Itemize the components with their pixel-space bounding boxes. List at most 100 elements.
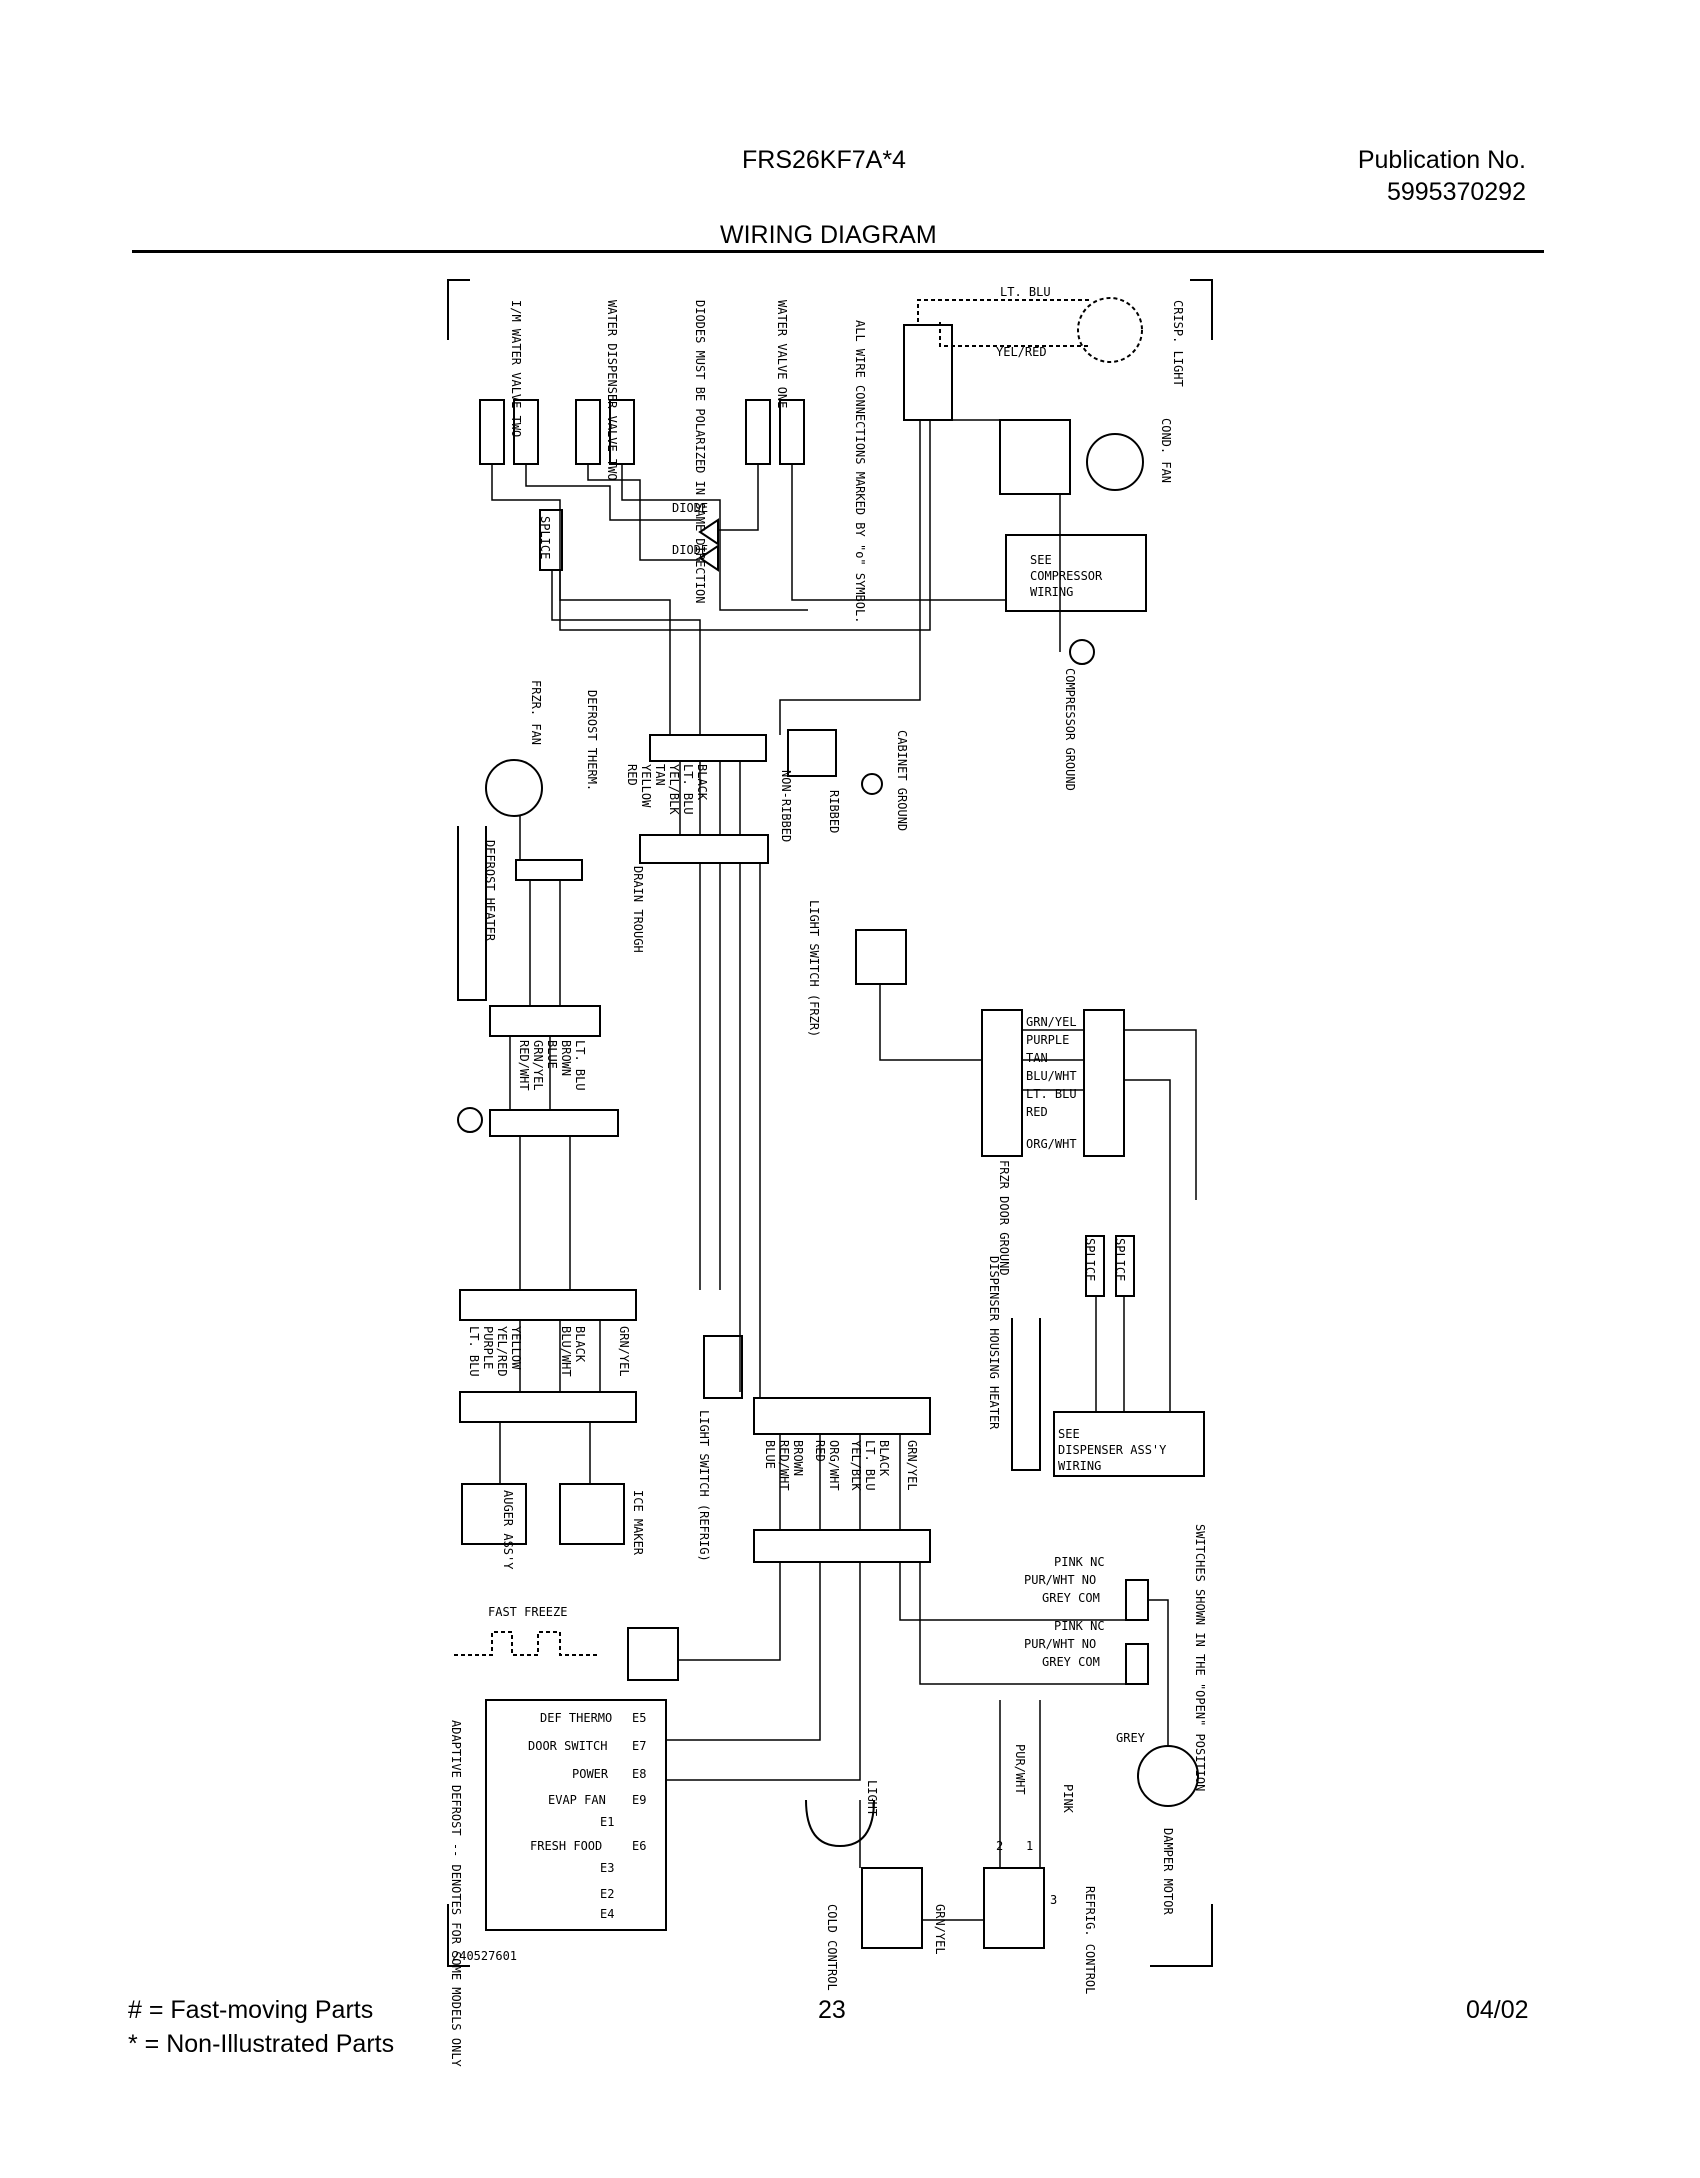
harness1-wire: TAN xyxy=(653,764,667,786)
label-light-switch-refrig: LIGHT SWITCH (REFRIG) xyxy=(697,1410,711,1562)
damper-switch-com: GREY COM xyxy=(1042,1655,1100,1669)
harness1-wire: YELLOW xyxy=(639,764,653,808)
label-see-dispenser-2: DISPENSER ASS'Y xyxy=(1058,1443,1167,1457)
harness-connector-8 xyxy=(753,1397,931,1435)
door-harness-connector-b xyxy=(1083,1009,1125,1157)
cold-control-box xyxy=(861,1867,923,1949)
label-grn-yel: GRN/YEL xyxy=(933,1904,947,1955)
defrost-terminal-name: E3 xyxy=(600,1861,614,1875)
label-lt-blu: LT. BLU xyxy=(1000,285,1051,299)
harness4-wire: GRN/YEL xyxy=(905,1440,919,1491)
label-drain-trough: DRAIN TROUGH xyxy=(631,866,645,953)
ice-maker-box xyxy=(559,1483,625,1545)
label-valve-one: WATER VALVE ONE xyxy=(775,300,789,408)
damper-switch-com: GREY COM xyxy=(1042,1591,1100,1605)
harness3-wire: GRN/YEL xyxy=(617,1326,631,1377)
defrost-terminal-code: E7 xyxy=(632,1739,646,1753)
label-crisp-light: CRISP. LIGHT xyxy=(1171,300,1185,387)
door-wire: LT. BLU xyxy=(1026,1087,1077,1101)
dispenser-assy-box xyxy=(1053,1411,1205,1477)
label-part-no: 240527601 xyxy=(452,1949,517,1963)
defrost-terminal-code: E6 xyxy=(632,1839,646,1853)
fast-freeze-connector xyxy=(627,1627,679,1681)
wire-bundle xyxy=(491,419,1197,1921)
label-frzr-fan: FRZR. FAN xyxy=(529,680,543,745)
label-disp-valve: WATER DISPENSER VALVE TWO xyxy=(605,300,619,481)
label-defrost-therm: DEFROST THERM. xyxy=(585,690,599,791)
label-im-valve: I/M WATER VALVE TWO xyxy=(509,300,523,437)
defrost-terminal-name: POWER xyxy=(572,1767,609,1781)
label-adaptive-note: ADAPTIVE DEFROST -- DENOTES FOR SOME MOD… xyxy=(449,1720,463,2068)
valve-one-coil-a xyxy=(745,399,771,465)
harness2-wire: GRN/YEL xyxy=(531,1040,545,1091)
harness1-wire: LT. BLU xyxy=(681,764,695,815)
label-splice-3: SPLICE xyxy=(1113,1238,1127,1281)
harness-connector-7 xyxy=(459,1391,637,1423)
damper-switch-nc: PINK NC xyxy=(1054,1555,1105,1569)
damper-switch-no: PUR/WHT NO xyxy=(1024,1573,1096,1587)
ground-symbol-left xyxy=(457,1107,483,1133)
harness4-wire: ORG/WHT xyxy=(827,1440,841,1491)
label-see-compressor-3: WIRING xyxy=(1030,585,1073,599)
header-rule xyxy=(132,250,1544,253)
fast-freeze-heater xyxy=(454,1631,600,1656)
door-wire: GRN/YEL xyxy=(1026,1015,1077,1029)
cond-fan-motor xyxy=(1086,433,1144,491)
frzr-fan-connector xyxy=(515,859,583,881)
label-ice-maker: ICE MAKER xyxy=(631,1490,645,1556)
label-frzr-door-ground: FRZR DOOR GROUND xyxy=(997,1160,1011,1276)
label-cabinet-ground: CABINET GROUND xyxy=(895,730,909,831)
label-see-dispenser-1: SEE xyxy=(1058,1427,1080,1441)
page-number: 23 xyxy=(818,1996,846,2024)
harness4-wire: LT. BLU xyxy=(863,1440,877,1491)
door-wire: BLU/WHT xyxy=(1026,1069,1077,1083)
harness-connector-4 xyxy=(489,1005,601,1037)
harness-connector-2 xyxy=(787,729,837,777)
cond-fan-connector xyxy=(999,419,1071,495)
label-yel-red: YEL/RED xyxy=(996,345,1047,359)
light-switch-refrig xyxy=(703,1335,743,1399)
damper-switch-nc: PINK NC xyxy=(1054,1619,1105,1633)
harness4-wire: BLACK xyxy=(877,1440,891,1477)
damper-motor xyxy=(1137,1745,1199,1807)
adaptive-defrost-board xyxy=(485,1699,667,1931)
yel-red-wire xyxy=(939,322,1090,347)
label-splice-2: SPLICE xyxy=(1083,1238,1097,1281)
label-see-compressor-1: SEE xyxy=(1030,553,1052,567)
diode-2 xyxy=(698,544,719,572)
harness3-wire: LT. BLU xyxy=(467,1326,481,1377)
label-refrig-control: REFRIG. CONTROL xyxy=(1083,1886,1097,1994)
lt-blu-wire xyxy=(917,299,1090,322)
defrost-terminal-code: E9 xyxy=(632,1793,646,1807)
crisp-light-bulb xyxy=(1077,297,1143,363)
label-pur-wht: PUR/WHT xyxy=(1013,1744,1027,1795)
label-pink: PINK xyxy=(1061,1784,1075,1814)
door-wire: ORG/WHT xyxy=(1026,1137,1077,1151)
defrost-terminal-name: E1 xyxy=(600,1815,614,1829)
damper-switch-no: PUR/WHT NO xyxy=(1024,1637,1096,1651)
label-diode-note: DIODES MUST BE POLARIZED IN SAME DIRECTI… xyxy=(693,300,707,603)
label-grey: GREY xyxy=(1116,1731,1146,1745)
defrost-heater-zigzag xyxy=(457,826,487,1001)
frame-corner-tr xyxy=(1190,279,1213,340)
label-non-ribbed: NON-RIBBED xyxy=(779,770,793,842)
legend-fast-moving: # = Fast-moving Parts xyxy=(128,1996,374,2024)
label-switches-note: SWITCHES SHOWN IN THE "OPEN" POSITION xyxy=(1193,1524,1207,1791)
defrost-terminal-name: FRESH FOOD xyxy=(530,1839,602,1853)
door-harness-connector-a xyxy=(981,1009,1023,1157)
splice-block-2 xyxy=(1085,1235,1105,1297)
label-dispenser-heater: DISPENSER HOUSING HEATER xyxy=(987,1256,1001,1430)
harness2-wire: BLUE xyxy=(545,1040,559,1069)
cabinet-ground-symbol xyxy=(861,773,883,795)
label-num-1: 1 xyxy=(1026,1839,1033,1853)
light-switch-frzr xyxy=(855,929,907,985)
label-num-2: 2 xyxy=(996,1839,1003,1853)
dispenser-housing-heater-zigzag xyxy=(1011,1318,1041,1471)
defrost-terminal-code: E8 xyxy=(632,1767,646,1781)
crisper-connector xyxy=(903,324,953,421)
diode-1 xyxy=(698,518,719,546)
publication-label: Publication No. xyxy=(1357,146,1526,174)
harness4-wire: YEL/BLK xyxy=(849,1440,863,1491)
label-fast-freeze: FAST FREEZE xyxy=(488,1605,567,1619)
